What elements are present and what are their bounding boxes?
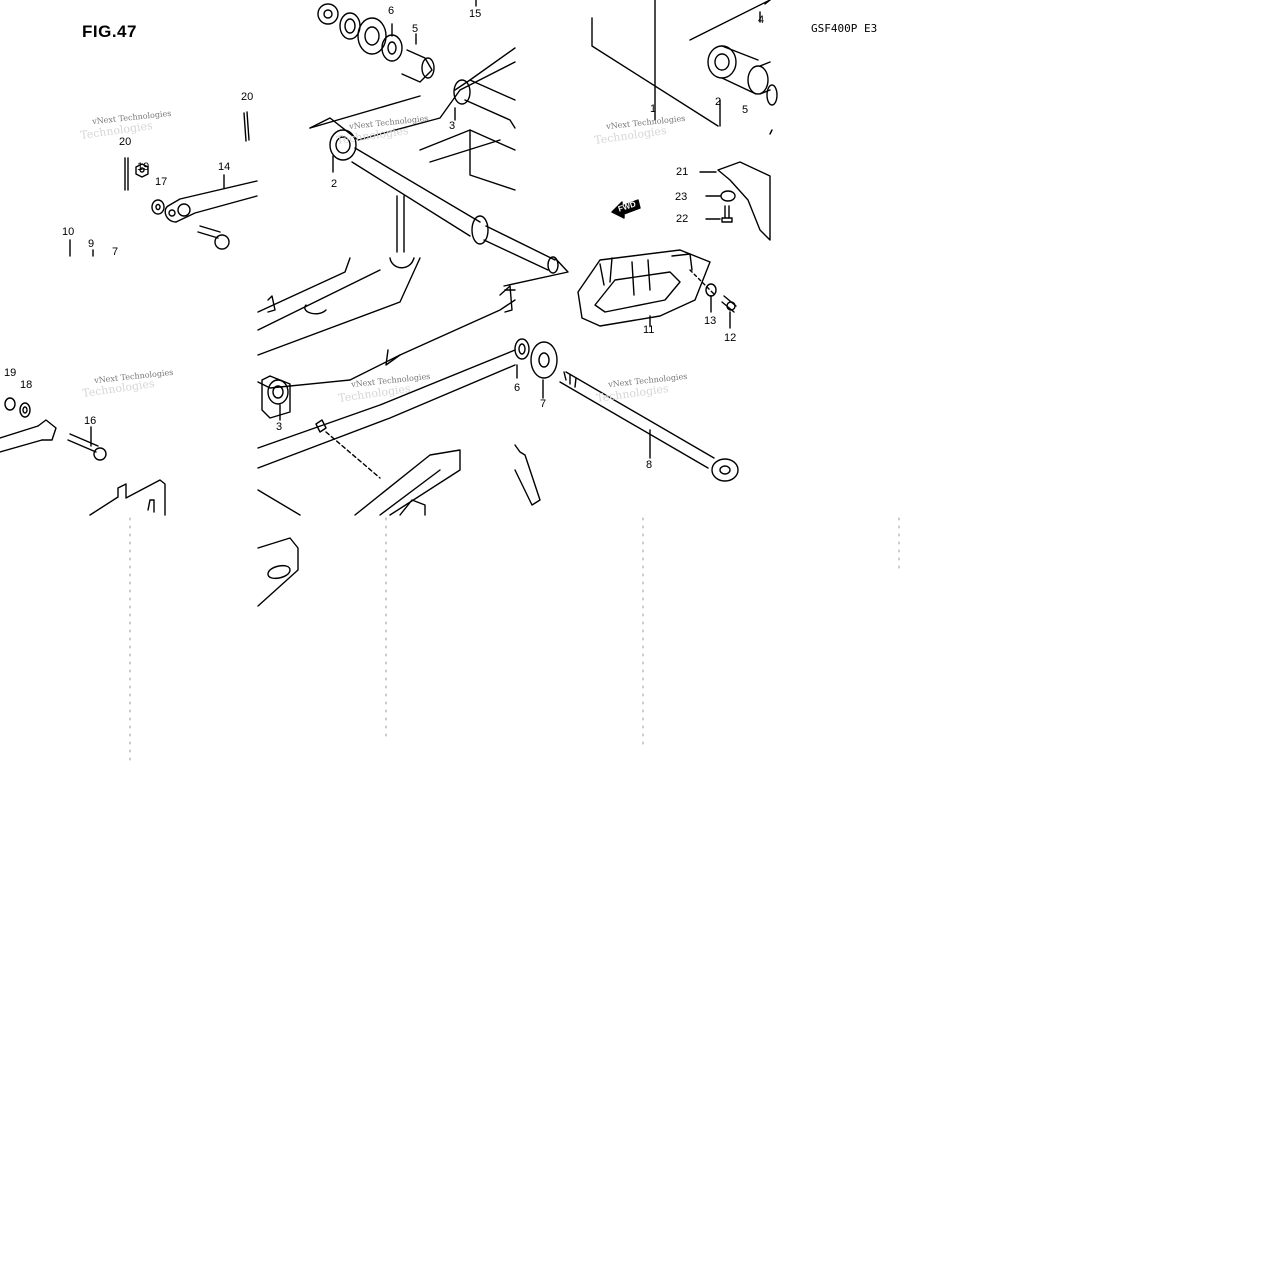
callout-label: 21 xyxy=(676,166,689,178)
callout-label: 11 xyxy=(643,324,655,336)
callout-label: 3 xyxy=(276,421,283,433)
callout-label: 16 xyxy=(84,415,97,427)
callout-label: 15 xyxy=(469,8,482,20)
left-upper-parts xyxy=(69,111,258,257)
swingarm-assembly xyxy=(257,0,569,516)
callout-label: 20 xyxy=(241,91,254,103)
callout-label: 22 xyxy=(676,213,689,225)
callout-label: 19 xyxy=(137,161,150,173)
callout-label: 4 xyxy=(758,14,765,26)
callout-label: 10 xyxy=(62,226,75,238)
right-upper-parts xyxy=(591,0,778,241)
callout-label: 1 xyxy=(650,103,657,115)
callout-label: 5 xyxy=(412,23,419,35)
lower-bracket xyxy=(257,444,541,607)
left-lower-parts xyxy=(0,397,166,516)
callout-label: 3 xyxy=(449,120,456,132)
callout-label: 18 xyxy=(20,379,33,391)
callout-label: 17 xyxy=(155,176,168,188)
callout-label: 2 xyxy=(331,178,338,190)
pivot-shaft-parts xyxy=(514,338,739,482)
callout-label: 5 xyxy=(742,104,749,116)
fwd-arrow-icon xyxy=(611,199,641,219)
callout-label: 9 xyxy=(88,238,95,250)
figure-title: FIG.47 xyxy=(82,22,137,41)
callout-label: 20 xyxy=(119,136,132,148)
callout-label: 19 xyxy=(4,367,17,379)
callout-label: 8 xyxy=(646,459,653,471)
callout-label: 6 xyxy=(388,5,395,17)
callout-label: 7 xyxy=(112,246,119,258)
callout-label: 13 xyxy=(704,315,717,327)
callout-label: 23 xyxy=(675,191,688,203)
callout-label: 6 xyxy=(514,382,521,394)
callout-label: 2 xyxy=(715,96,722,108)
model-code: GSF400P E3 xyxy=(811,22,878,35)
callout-label: 14 xyxy=(218,161,231,173)
callout-label: 12 xyxy=(724,332,737,344)
page-crop-marks xyxy=(129,517,900,761)
cushion-lever xyxy=(577,249,737,329)
callout-label: 7 xyxy=(540,398,547,410)
